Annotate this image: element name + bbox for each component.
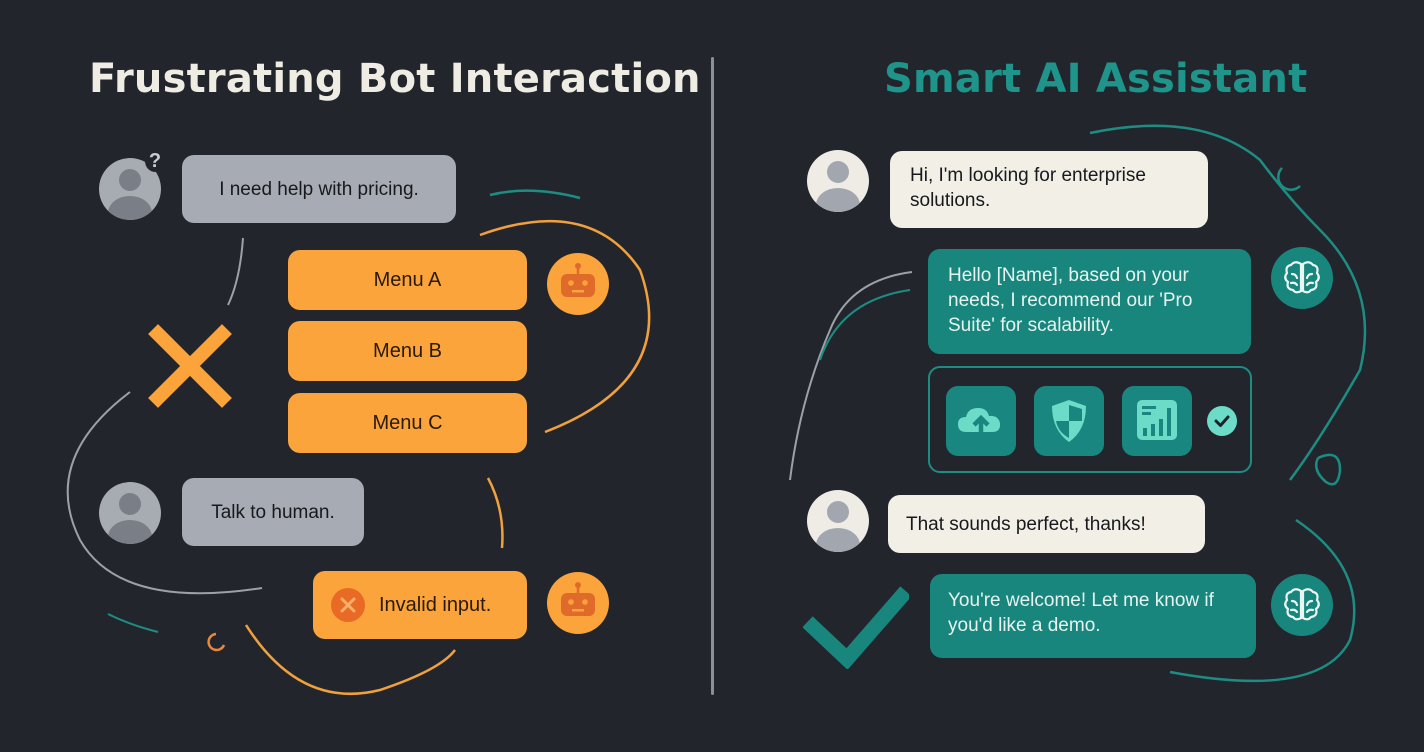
brain-icon: [1271, 247, 1333, 309]
user-avatar-right-2: [807, 490, 869, 552]
ai-message-welcome: You're welcome! Let me know if you'd lik…: [930, 574, 1256, 658]
question-mark-icon: ?: [145, 150, 165, 172]
menu-option-c[interactable]: Menu C: [288, 393, 527, 453]
error-x-icon: [331, 588, 365, 622]
user-message-enterprise: Hi, I'm looking for enterprise solutions…: [890, 151, 1208, 228]
analytics-chart-icon[interactable]: [1122, 386, 1192, 456]
user-message-thanks: That sounds perfect, thanks!: [888, 495, 1205, 553]
feature-icons-panel: [928, 366, 1252, 473]
bot-error-message: Invalid input.: [313, 571, 527, 639]
user-avatar-right: [807, 150, 869, 212]
menu-option-a[interactable]: Menu A: [288, 250, 527, 310]
left-title: Frustrating Bot Interaction: [89, 56, 701, 102]
ai-message-recommendation: Hello [Name], based on your needs, I rec…: [928, 249, 1251, 354]
checkmark-circle-icon: [1207, 406, 1237, 436]
user-message-talk-to-human: Talk to human.: [182, 478, 364, 546]
x-mark-icon: [148, 324, 232, 408]
shield-icon[interactable]: [1034, 386, 1104, 456]
checkmark-icon: [803, 586, 909, 669]
cloud-upload-icon[interactable]: [946, 386, 1016, 456]
robot-icon: [547, 253, 609, 315]
user-avatar: [99, 482, 161, 544]
divider: [711, 57, 714, 695]
user-message-pricing: I need help with pricing.: [182, 155, 456, 223]
menu-option-b[interactable]: Menu B: [288, 321, 527, 381]
error-text: Invalid input.: [379, 593, 492, 616]
right-title: Smart AI Assistant: [884, 56, 1308, 102]
brain-icon-2: [1271, 574, 1333, 636]
robot-icon-2: [547, 572, 609, 634]
